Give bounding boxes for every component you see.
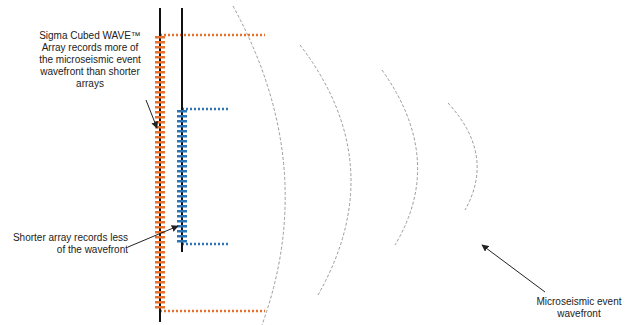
receiver-tick: [177, 220, 187, 223]
extent-line: [182, 243, 230, 246]
receiver-tick: [155, 251, 165, 254]
receiver-tick: [177, 195, 187, 198]
receiver-tick: [177, 200, 187, 203]
receiver-tick: [155, 136, 165, 139]
receiver-tick: [155, 76, 165, 79]
receiver-tick: [155, 211, 165, 214]
receiver-tick: [177, 160, 187, 163]
receiver-tick: [155, 181, 165, 184]
receiver-tick: [177, 150, 187, 153]
wavefront-arc: [382, 70, 418, 245]
receiver-tick: [155, 256, 165, 259]
receiver-tick: [155, 81, 165, 84]
receiver-tick: [177, 165, 187, 168]
receiver-tick: [177, 170, 187, 173]
receiver-tick: [155, 246, 165, 249]
receiver-tick: [177, 240, 187, 243]
receiver-tick: [155, 161, 165, 164]
receiver-tick: [155, 201, 165, 204]
receiver-tick: [155, 241, 165, 244]
receiver-tick: [155, 186, 165, 189]
well-line: [159, 8, 161, 322]
receiver-tick: [155, 261, 165, 264]
receiver-tick: [155, 146, 165, 149]
receiver-tick: [177, 120, 187, 123]
receiver-tick: [155, 271, 165, 274]
receiver-tick: [177, 205, 187, 208]
receiver-tick: [155, 71, 165, 74]
receiver-tick: [155, 281, 165, 284]
receiver-tick: [177, 225, 187, 228]
annotation-label: Microseismic event wavefront: [520, 296, 638, 320]
extent-line: [182, 108, 230, 111]
receiver-tick: [177, 145, 187, 148]
receiver-tick: [177, 230, 187, 233]
wavefront-arc: [448, 103, 477, 210]
receiver-tick: [155, 236, 165, 239]
extent-line: [160, 34, 265, 37]
annotation-label: Sigma Cubed WAVE™ Array records more of …: [36, 30, 144, 90]
receiver-tick: [155, 141, 165, 144]
receiver-tick: [177, 180, 187, 183]
receiver-tick: [177, 125, 187, 128]
wavefront-arcs: [233, 6, 477, 325]
wavefront-arc: [233, 6, 285, 325]
receiver-tick: [155, 301, 165, 304]
receiver-tick: [177, 155, 187, 158]
receiver-tick: [155, 276, 165, 279]
receiver-tick: [155, 41, 165, 44]
receiver-tick: [155, 56, 165, 59]
receiver-tick: [155, 36, 165, 39]
receiver-tick: [155, 131, 165, 134]
receiver-tick: [155, 221, 165, 224]
receiver-tick: [177, 215, 187, 218]
receiver-tick: [155, 156, 165, 159]
leader-arrow: [128, 226, 178, 247]
receiver-tick: [177, 235, 187, 238]
receiver-tick: [155, 91, 165, 94]
receiver-tick: [155, 61, 165, 64]
receiver-tick: [155, 191, 165, 194]
receiver-tick: [155, 171, 165, 174]
leader-arrow: [146, 100, 157, 128]
receiver-tick: [177, 135, 187, 138]
receiver-tick: [155, 106, 165, 109]
receiver-tick: [155, 286, 165, 289]
receiver-tick: [155, 226, 165, 229]
receiver-tick: [155, 121, 165, 124]
receiver-tick: [155, 101, 165, 104]
annotation-label: Shorter array records less of the wavefr…: [10, 232, 128, 256]
receiver-tick: [177, 190, 187, 193]
receiver-tick: [177, 140, 187, 143]
receiver-tick: [177, 185, 187, 188]
receiver-tick: [155, 66, 165, 69]
receiver-tick: [155, 176, 165, 179]
receiver-tick: [155, 116, 165, 119]
extent-line: [160, 310, 265, 313]
receiver-tick: [177, 210, 187, 213]
receiver-tick: [155, 291, 165, 294]
receiver-tick: [155, 296, 165, 299]
receiver-tick: [155, 46, 165, 49]
receiver-tick: [177, 115, 187, 118]
wavefront-arc: [300, 45, 351, 295]
receiver-tick: [155, 51, 165, 54]
receiver-tick: [155, 216, 165, 219]
receiver-tick: [177, 130, 187, 133]
leader-arrow: [482, 245, 545, 292]
receiver-tick: [155, 111, 165, 114]
receiver-tick: [177, 110, 187, 113]
receiver-tick: [155, 151, 165, 154]
receiver-tick: [177, 175, 187, 178]
receiver-tick: [155, 306, 165, 309]
receiver-tick: [155, 266, 165, 269]
receiver-tick: [155, 86, 165, 89]
receiver-tick: [155, 166, 165, 169]
receiver-ticks: [155, 36, 187, 309]
receiver-tick: [155, 96, 165, 99]
receiver-tick: [155, 196, 165, 199]
receiver-tick: [155, 206, 165, 209]
